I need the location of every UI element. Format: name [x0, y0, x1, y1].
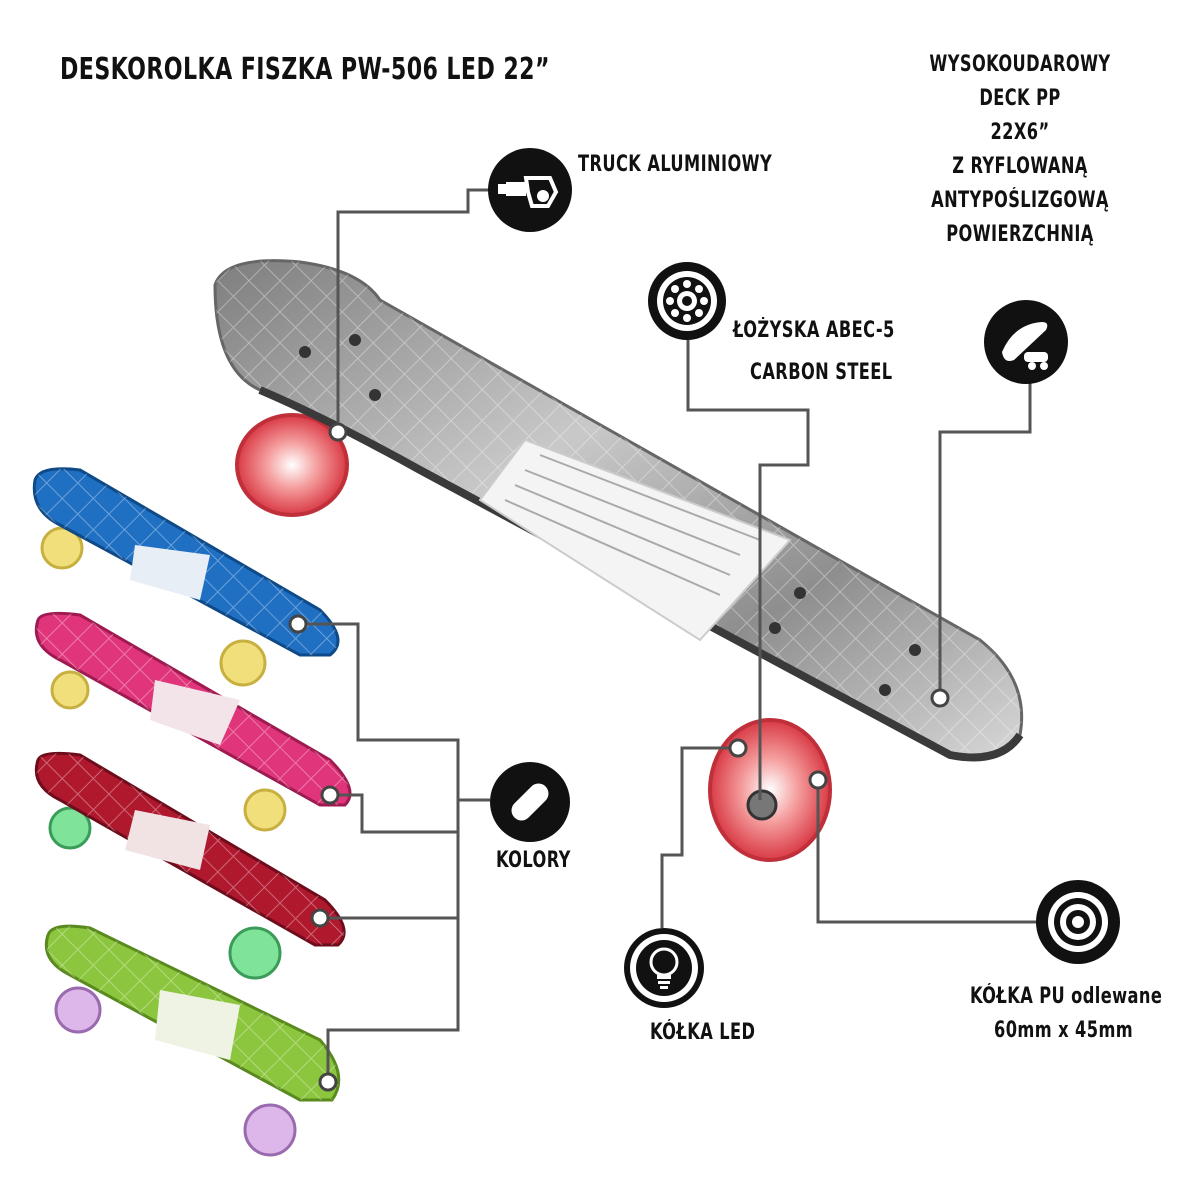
deck-line-6: POWIERZCHNIĄ	[946, 222, 1094, 247]
truck-icon	[488, 148, 572, 232]
main-rear-wheel	[235, 413, 349, 517]
page-title: DESKOROLKA FISZKA PW-506 LED 22”	[60, 52, 550, 87]
bearings-label-line2: CARBON STEEL	[750, 360, 893, 385]
red-skateboard	[34, 751, 346, 980]
bearings-label-line1: ŁOŻYSKA ABEC-5	[733, 318, 895, 343]
truck-label: TRUCK ALUMINIOWY	[578, 152, 773, 177]
blue-skateboard	[32, 467, 340, 687]
main-front-wheel	[708, 718, 832, 862]
deck-label: WYSOKOUDAROWY DECK PP 22X6” Z RYFLOWANĄ …	[900, 48, 1140, 252]
pu-wheels-label-line2: 60mm x 45mm	[994, 1018, 1134, 1043]
connector-lines	[298, 188, 1040, 1082]
pu-wheels-label-line1: KÓŁKA PU odlewane	[970, 984, 1163, 1009]
main-skateboard	[213, 259, 1024, 862]
skateboard-icon	[490, 762, 570, 842]
wheel-icon	[1036, 880, 1120, 964]
deck-sticker	[478, 438, 792, 642]
colors-label: KOLORY	[496, 848, 571, 873]
led-wheels-label: KÓŁKA LED	[650, 1020, 756, 1045]
deck-line-2: DECK PP	[979, 86, 1061, 111]
green-skateboard	[44, 924, 341, 1157]
deck-line-3: 22X6”	[990, 120, 1050, 145]
deck-icon	[984, 300, 1068, 384]
connector-dots	[288, 422, 950, 1092]
deck-line-4: Z RYFLOWANĄ	[952, 154, 1088, 179]
pink-skateboard	[34, 611, 352, 832]
bulb-icon	[624, 928, 704, 1008]
deck-line-1: WYSOKOUDAROWY	[929, 52, 1111, 77]
bearing-icon	[648, 262, 726, 340]
deck-line-5: ANTYPOŚLIZGOWĄ	[931, 188, 1109, 213]
